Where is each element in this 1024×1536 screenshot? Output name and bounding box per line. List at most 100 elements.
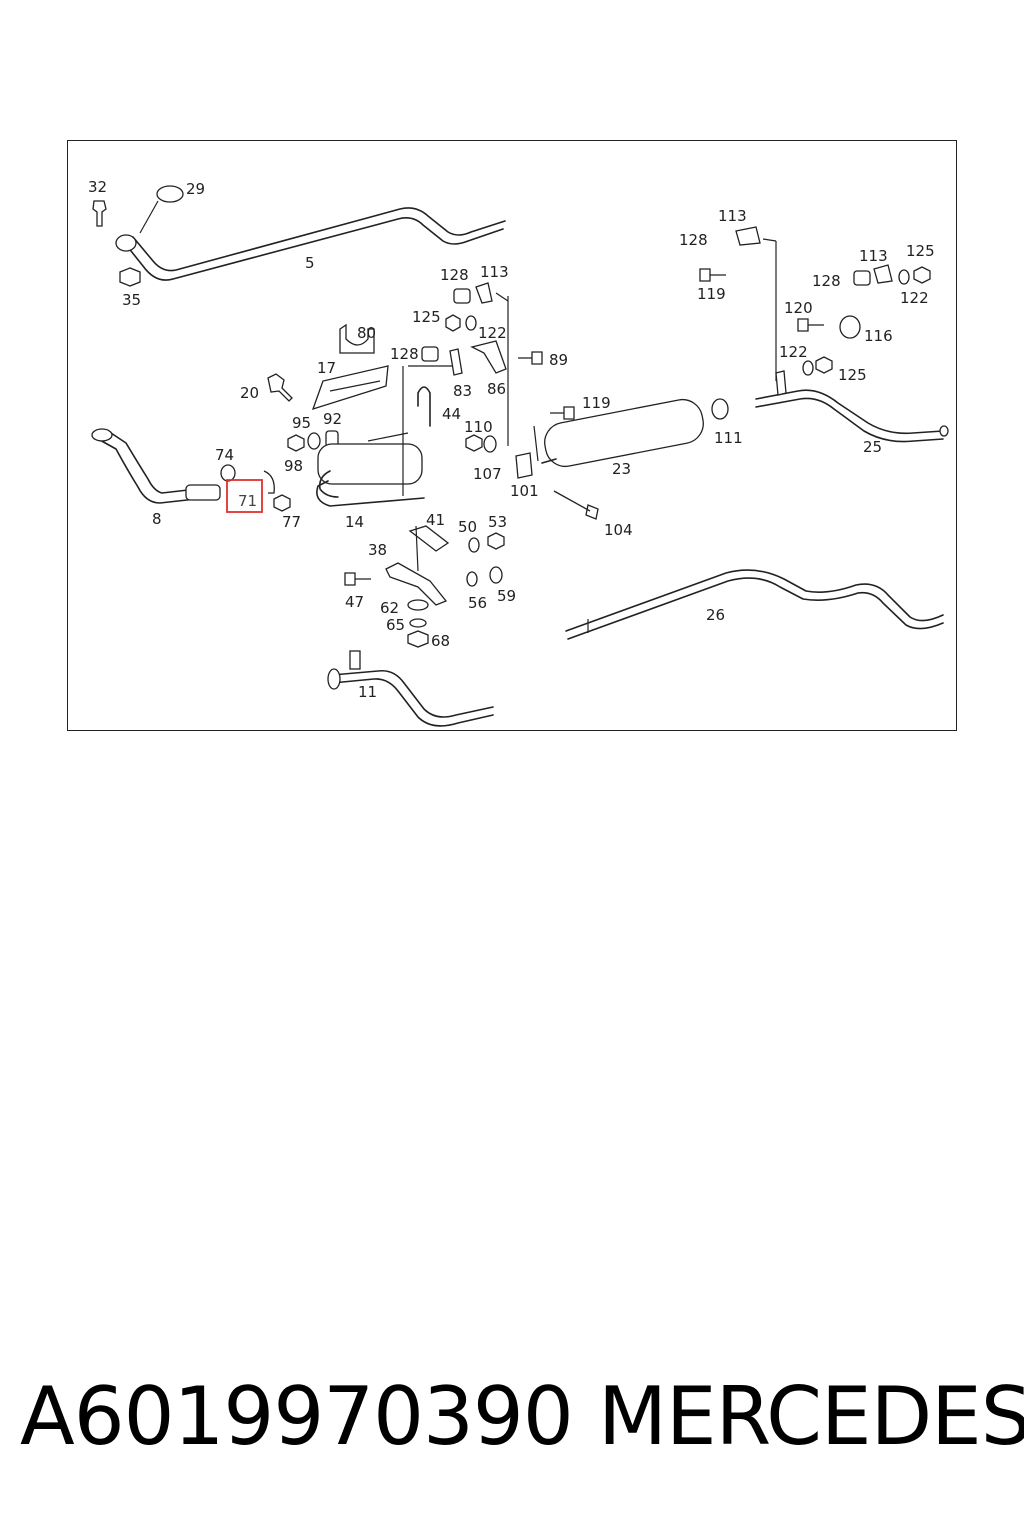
- washer-59: [489, 566, 503, 584]
- label-14: 14: [345, 513, 364, 531]
- label-128-center: 128: [440, 266, 469, 284]
- brand-name: MERCEDES: [598, 1370, 1024, 1463]
- u-clamp-44: [417, 386, 431, 427]
- bolt-120: [797, 318, 824, 332]
- bolt-32: [92, 200, 107, 227]
- label-116: 116: [864, 327, 893, 345]
- label-68: 68: [431, 632, 450, 650]
- bracket-83: [449, 348, 463, 376]
- label-104: 104: [604, 521, 633, 539]
- mount-80: [339, 323, 375, 354]
- label-111: 111: [714, 429, 743, 447]
- pipe-11: [331, 669, 494, 718]
- label-86: 86: [487, 380, 506, 398]
- label-74: 74: [215, 446, 234, 464]
- bolt-89: [518, 351, 543, 365]
- bolt-104: [553, 490, 599, 520]
- rear-muffler-23: [544, 398, 704, 468]
- rubber-128-right: [853, 270, 871, 286]
- label-44: 44: [442, 405, 461, 423]
- flange-joint: [115, 234, 137, 252]
- bracket-113-right: [735, 226, 761, 246]
- nut-110: [465, 434, 483, 452]
- clamp-strap: [263, 470, 275, 494]
- bracket-86: [470, 340, 507, 374]
- washer-125: [898, 269, 910, 285]
- label-122-center: 122: [478, 324, 507, 342]
- exhaust-diagram-svg: 32 29 35 5 113 128 119 113 125 128 122 1…: [88, 178, 949, 727]
- tail-pipe-25: [755, 389, 944, 435]
- washer-122b: [802, 360, 814, 376]
- label-120: 120: [784, 299, 813, 317]
- washer-56: [466, 571, 478, 587]
- label-8: 8: [152, 510, 162, 528]
- label-128-lower: 128: [390, 345, 419, 363]
- pipe-5: [122, 217, 504, 281]
- label-119-right: 119: [697, 285, 726, 303]
- mount-62: [407, 599, 429, 611]
- nut-77: [273, 494, 291, 512]
- label-29: 29: [186, 180, 205, 198]
- nut-68: [407, 630, 429, 648]
- bolt-119-right: [699, 268, 726, 282]
- bracket-113: [475, 282, 493, 304]
- bracket-101: [515, 452, 533, 479]
- label-47: 47: [345, 593, 364, 611]
- exhaust-diagram: 32 29 35 5 113 128 119 113 125 128 122 1…: [67, 140, 957, 731]
- label-35: 35: [122, 291, 141, 309]
- bracket-113-right2: [873, 264, 893, 284]
- bolt-47: [344, 572, 371, 586]
- hanger-122: [775, 370, 787, 396]
- washer-98: [307, 432, 321, 450]
- nut-35: [119, 267, 141, 287]
- gasket-29: [156, 185, 184, 203]
- label-32: 32: [88, 178, 107, 196]
- washer-65: [409, 618, 427, 628]
- label-113-right: 113: [718, 207, 747, 225]
- label-98: 98: [284, 457, 303, 475]
- label-41: 41: [426, 511, 445, 529]
- label-95: 95: [292, 414, 311, 432]
- pipe-26: [567, 577, 944, 640]
- label-17: 17: [317, 359, 336, 377]
- label-122-mid: 122: [779, 343, 808, 361]
- bolt-119: [550, 406, 575, 420]
- label-122-far: 122: [900, 289, 929, 307]
- rubber-128: [453, 288, 471, 304]
- label-80: 80: [357, 324, 376, 342]
- label-38: 38: [368, 541, 387, 559]
- rubber-128b: [421, 346, 439, 362]
- label-5: 5: [305, 254, 315, 272]
- highlight-box-71: [226, 479, 263, 513]
- label-92: 92: [323, 410, 342, 428]
- washer-50: [468, 537, 480, 553]
- label-125-center: 125: [412, 308, 441, 326]
- label-125-far: 125: [906, 242, 935, 260]
- front-pipe-8: [97, 438, 215, 504]
- label-113-center: 113: [480, 263, 509, 281]
- nut-125b: [815, 356, 833, 374]
- label-25: 25: [863, 438, 882, 456]
- part-number: A6019970390: [20, 1370, 574, 1463]
- label-107: 107: [473, 465, 502, 483]
- label-11: 11: [358, 683, 377, 701]
- label-20: 20: [240, 384, 259, 402]
- label-110: 110: [464, 418, 493, 436]
- label-113-far: 113: [859, 247, 888, 265]
- label-89: 89: [549, 351, 568, 369]
- screw-20: [267, 373, 293, 402]
- bracket-38: [385, 562, 448, 606]
- label-128-right: 128: [679, 231, 708, 249]
- label-59: 59: [497, 587, 516, 605]
- label-65: 65: [386, 616, 405, 634]
- label-71: 71: [238, 492, 257, 510]
- front-muffler-14: [317, 443, 423, 485]
- label-125-mid: 125: [838, 366, 867, 384]
- nut-95: [287, 434, 305, 452]
- label-128-far: 128: [812, 272, 841, 290]
- label-53: 53: [488, 513, 507, 531]
- label-50: 50: [458, 518, 477, 536]
- nut-122: [913, 266, 931, 284]
- label-83: 83: [453, 382, 472, 400]
- footer-caption: A6019970390 MERCEDES: [0, 1370, 1024, 1470]
